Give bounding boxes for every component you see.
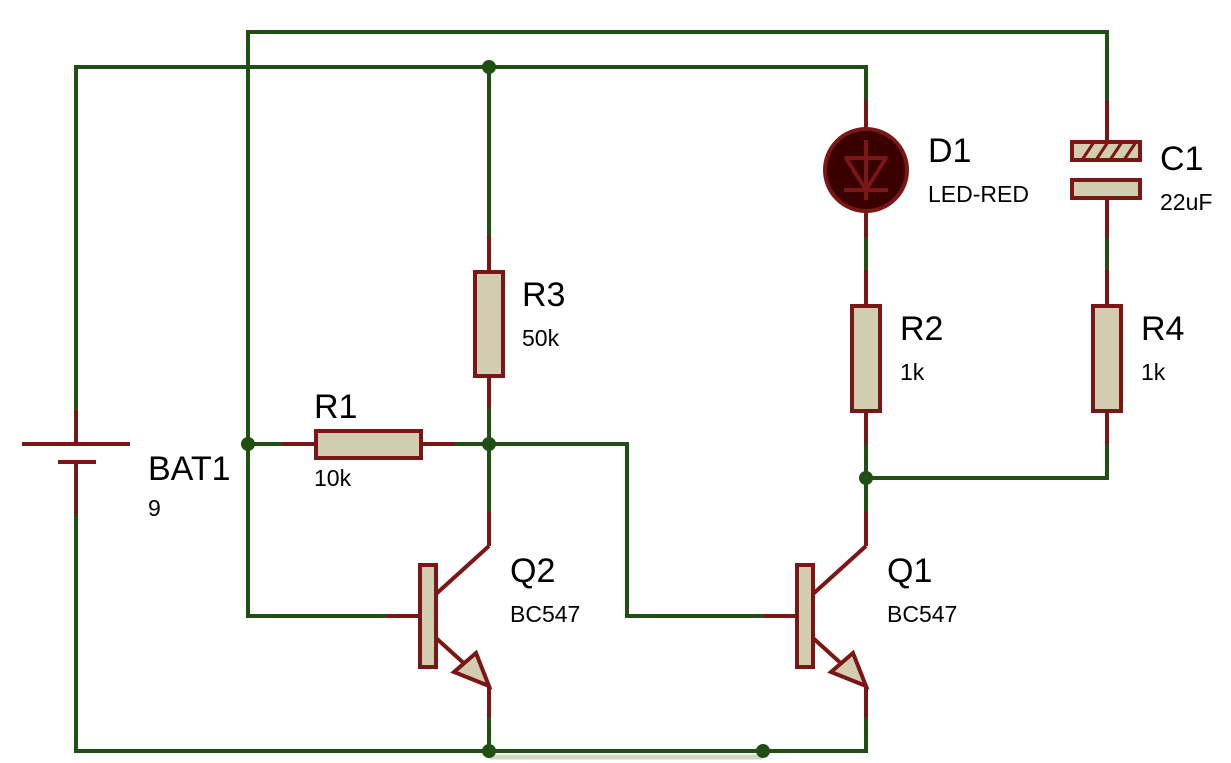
c1-value: 22uF [1160, 189, 1212, 215]
q2-ref: Q2 [510, 552, 555, 590]
r2-value: 1k [900, 359, 925, 385]
resistor-r3[interactable]: R3 50k [473, 236, 565, 446]
r3-value: 50k [522, 325, 560, 351]
wires [74, 30, 1109, 760]
q1-base-bar [795, 563, 815, 669]
junction-dot [482, 744, 496, 758]
q2-collector-lead [434, 544, 491, 596]
resistor-r2[interactable]: R2 1k [850, 270, 943, 444]
c1-hatch [1122, 141, 1138, 161]
d1-ref: D1 [928, 132, 971, 170]
junction-dot [859, 471, 873, 485]
q2-emitter-arrow [450, 649, 493, 690]
bat1-ref: BAT1 [148, 450, 231, 488]
q1-ref: Q1 [887, 552, 932, 590]
q1-value: BC547 [887, 601, 957, 627]
led-d1[interactable]: D1 LED-RED [823, 100, 1029, 272]
wire-ground-rail [74, 512, 868, 753]
wire-q2-base [246, 442, 388, 618]
r4-ref: R4 [1141, 310, 1184, 348]
q1-collector-lead [811, 544, 868, 596]
wire-top-rail [74, 65, 868, 446]
r1-body [314, 429, 423, 460]
capacitor-c1[interactable]: C1 22uF [1070, 100, 1212, 272]
r1-ref: R1 [314, 388, 357, 426]
r4-body [1091, 304, 1123, 413]
c1-ref: C1 [1160, 140, 1203, 178]
q1-emitter-arrow [827, 649, 870, 690]
resistor-r4[interactable]: R4 1k [1091, 270, 1184, 444]
transistor-q2[interactable]: Q2 BC547 [386, 512, 580, 718]
c1-plate-negative [1070, 178, 1142, 200]
junction-dot [241, 437, 255, 451]
junction-dot [482, 60, 496, 74]
r1-value: 10k [314, 465, 352, 491]
battery-bat1[interactable]: BAT1 9 [22, 410, 231, 521]
r3-ref: R3 [522, 276, 565, 314]
r2-body [850, 304, 882, 413]
wire-q1-base [453, 442, 765, 618]
resistor-r1[interactable]: R1 10k [282, 388, 455, 491]
r3-body [473, 270, 505, 378]
q2-value: BC547 [510, 601, 580, 627]
d1-value: LED-RED [928, 181, 1029, 207]
q2-base-bar [418, 563, 438, 669]
junction-dot [756, 744, 770, 758]
wire-outer-loop [246, 30, 1109, 446]
c1-hatch [1080, 141, 1096, 161]
r2-ref: R2 [900, 310, 943, 348]
wire-r4-return [864, 442, 1109, 480]
transistor-q1[interactable]: Q1 BC547 [763, 512, 957, 718]
r4-value: 1k [1141, 359, 1166, 385]
junctions [241, 60, 873, 758]
c1-hatch [1094, 141, 1110, 161]
bat1-value: 9 [148, 495, 161, 521]
c1-plate-positive [1070, 140, 1142, 162]
c1-hatch [1108, 141, 1124, 161]
